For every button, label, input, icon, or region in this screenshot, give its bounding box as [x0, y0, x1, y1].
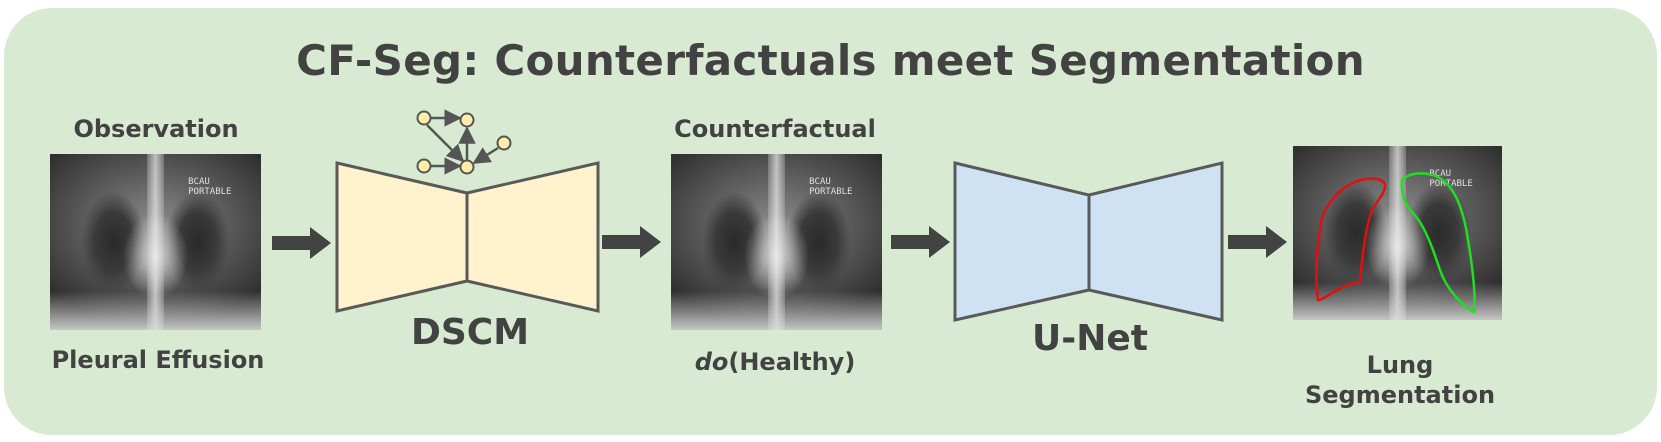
right-lung-contour — [1315, 177, 1387, 302]
diagram-title: CF-Seg: Counterfactuals meet Segmentatio… — [296, 36, 1365, 85]
dscm-network-shape — [335, 161, 600, 313]
left-lung-contour — [1400, 172, 1476, 314]
arrow-right-icon — [602, 226, 661, 258]
graph-node — [496, 135, 512, 151]
unet-network-shape — [953, 161, 1224, 322]
unet-decoder-shape — [1087, 161, 1224, 322]
dscm-decoder-shape — [465, 161, 600, 313]
causal-graph-icon — [416, 109, 512, 175]
healthy-text: (Healthy) — [728, 348, 856, 376]
observation-label: Observation — [73, 115, 239, 143]
unet-encoder-shape — [953, 161, 1091, 322]
segmentation-caption-line1: Lung — [1366, 351, 1434, 379]
counterfactual-label: Counterfactual — [674, 115, 876, 143]
segmentation-caption-line2: Segmentation — [1304, 381, 1496, 409]
graph-node — [459, 159, 475, 175]
arrow-right-icon — [891, 226, 950, 258]
graph-node — [416, 110, 432, 126]
unet-label: U-Net — [1032, 318, 1148, 359]
observation-caption: Pleural Effusion — [51, 346, 265, 374]
arrow-right-icon — [1228, 226, 1287, 258]
graph-node — [416, 158, 432, 174]
arrow-right-icon — [272, 227, 331, 259]
dscm-encoder-shape — [335, 161, 469, 313]
graph-node — [459, 112, 475, 128]
dscm-label: DSCM — [410, 312, 530, 353]
counterfactual-caption: do(Healthy) — [660, 348, 890, 376]
do-operator: do — [694, 348, 729, 376]
